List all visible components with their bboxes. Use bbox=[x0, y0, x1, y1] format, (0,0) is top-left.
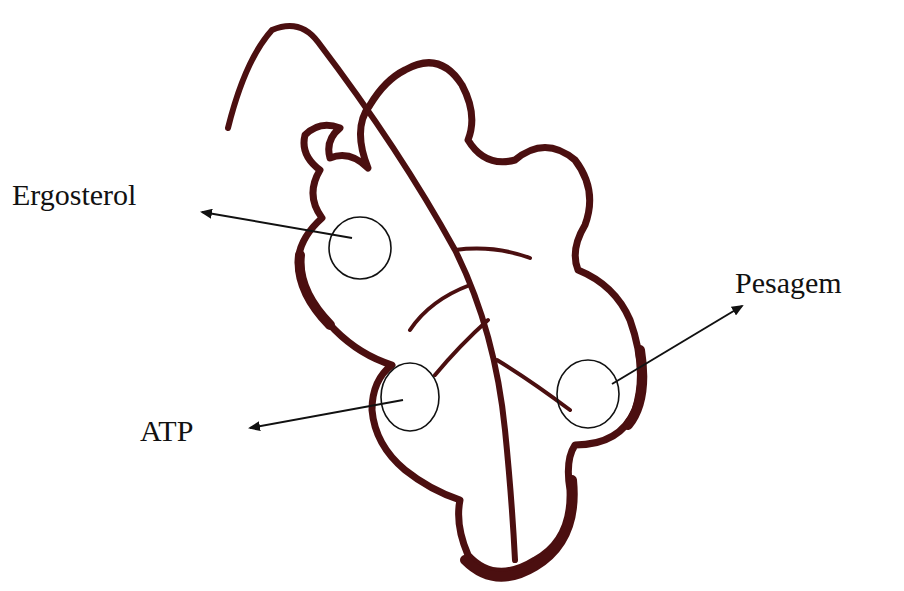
sample-circle bbox=[329, 217, 391, 279]
sample-circle bbox=[557, 360, 619, 428]
callout-label: ATP bbox=[140, 416, 193, 446]
leaf-midrib bbox=[228, 26, 515, 560]
leaf-shadow bbox=[300, 255, 643, 577]
leaf-veins bbox=[410, 249, 570, 410]
leader-arrow bbox=[250, 400, 403, 428]
callout-label: Pesagem bbox=[735, 268, 842, 298]
leaf-outline bbox=[298, 63, 640, 572]
callout-label: Ergosterol bbox=[12, 180, 136, 210]
sample-circle bbox=[381, 363, 439, 431]
leader-arrow bbox=[202, 212, 352, 238]
leader-arrow bbox=[612, 306, 742, 384]
